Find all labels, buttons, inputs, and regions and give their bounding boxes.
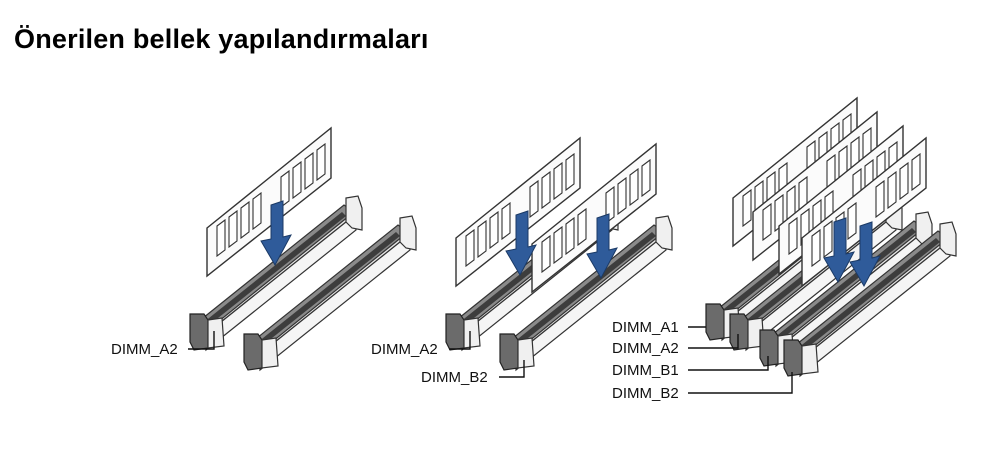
config-3: DIMM_A1 DIMM_A2 DIMM_B1 DIMM_B2 [612,97,957,402]
label-dimm-a1: DIMM_A1 [612,319,679,336]
label-dimm-b2: DIMM_B2 [612,385,679,402]
label-dimm-b2: DIMM_B2 [421,369,488,386]
page-title: Önerilen bellek yapılandırmaları [14,24,429,54]
label-dimm-a2: DIMM_A2 [371,341,438,358]
label-dimm-a2: DIMM_A2 [612,340,679,357]
label-dimm-a2: DIMM_A2 [111,341,178,358]
label-dimm-b1: DIMM_B1 [612,362,679,379]
config-2: DIMM_A2 DIMM_B2 [371,137,673,386]
config-1: DIMM_A2 [111,127,417,371]
